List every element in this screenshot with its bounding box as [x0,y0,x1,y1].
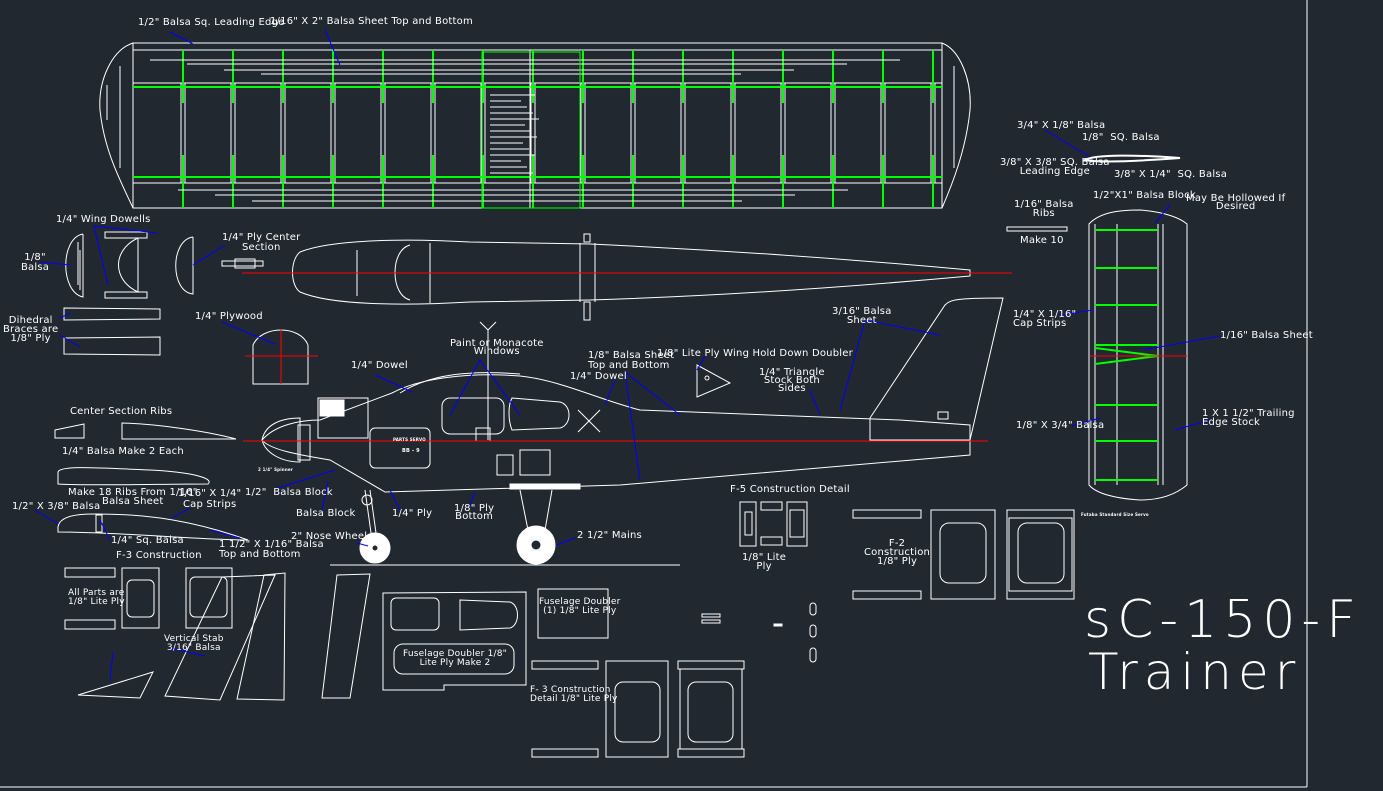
label-futaba-servo: Futaba Standard Size Servo [1081,512,1149,517]
horizontal-stab-plan [1088,209,1188,501]
label-stab-spar: 1/8" X 3/4" Balsa [1016,420,1105,431]
label-stab-sq: 1/8" SQ. Balsa [1082,132,1160,143]
label-balsa-block-tip: 1/2"X1" Balsa Block [1093,190,1196,201]
fuselage-doubler-parts [382,588,609,691]
firewall-plywood [252,329,309,385]
label-wing-sheet: 1/16" X 2" Balsa Sheet Top and Bottom [270,16,473,27]
label-cap-strips-right: 1/4" X 1/16"Cap Strips [1013,309,1077,329]
label-make-18-ribs: Make 18 Ribs From 1/16"Balsa Sheet [68,487,198,507]
wing-grain-lines [150,59,900,202]
label-mains: 2 1/2" Mains [577,530,642,541]
f3-parts [64,567,233,630]
label-nose-wheel: 2" Nose Wheel [291,531,368,542]
label-balsa-block-b: Balsa Block [296,508,356,519]
label-spinner: 2 1/4" Spinner [258,467,293,472]
center-section-ribs [54,422,237,486]
wing-ribs [180,83,936,183]
small-hardware [701,602,817,663]
label-stab-le-a: 3/4" X 1/8" Balsa [1017,120,1106,131]
label-sq-balsa-14: 1/4" Sq. Balsa [111,535,184,546]
label-wing-dowels: 1/4" Wing Dowells [56,214,151,225]
label-cap-strips-left: 1/16" X 1/4"Cap Strips [178,488,242,510]
label-le-38: 1/2" X 3/8" Balsa [12,501,101,512]
label-make-2-each: 1/4" Balsa Make 2 Each [62,446,184,457]
label-stab-sheet: 1/16" Balsa Sheet [1220,330,1313,341]
label-dowel-b: 1/4" Dowel [570,371,627,382]
label-fuse-marking-b: BB - 9 [402,448,420,454]
vertical-stab-parts [77,572,371,701]
fuselage-side-view [261,321,971,566]
f3-detail-parts [531,660,745,758]
f5-parts [739,501,808,547]
label-fuse-doubler-1: Fuselage Doubler(1) 1/8" Lite Ply [539,597,621,616]
wing-spars [133,50,942,208]
centerlines [242,272,1187,442]
label-f5-detail: F-5 Construction Detail [730,484,850,495]
ply-center-section [175,236,264,295]
label-stab-te: 3/8" X 1/4" SQ. Balsa [1114,169,1228,180]
center-sheeting [481,51,581,209]
label-plywood-14: 1/4" Plywood [195,311,263,322]
f2-parts [852,509,1075,600]
label-fuse-marking-a: PARTS SERVO [393,437,426,442]
dihedral-braces [63,307,161,356]
stab-rib-section [1006,154,1181,232]
wing-dowel-part [104,231,148,299]
label-balsa-18: 1/8"Balsa [21,252,50,273]
label-dowel-a: 1/4" Dowel [351,360,408,371]
label-make-10: Make 10 [1020,235,1064,246]
drawing-title: sC-150-F [1084,590,1363,650]
label-ply-14: 1/4" Ply [392,508,433,519]
label-center-ribs: Center Section Ribs [70,406,173,417]
drawing-subtitle: Trainer [1088,643,1302,701]
leader-lines [34,29,1221,681]
label-wing-hold-down: 1/8" Lite Ply Wing Hold Down Doubler [657,348,853,359]
vertical-fin-side [869,297,1004,441]
wheels [359,525,556,565]
stab-ribs-green [1094,229,1159,481]
wing-tip-part [65,233,84,298]
label-f3-construction: F-3 Construction [116,550,202,561]
label-balsa-block-a: 1/2" Balsa Block [245,487,333,498]
label-fuse-doubler-2: Fuselage Doubler 1/8"Lite Ply Make 2 [403,649,508,668]
label-wing-leading-edge: 1/2" Balsa Sq. Leading Edge [138,17,285,28]
